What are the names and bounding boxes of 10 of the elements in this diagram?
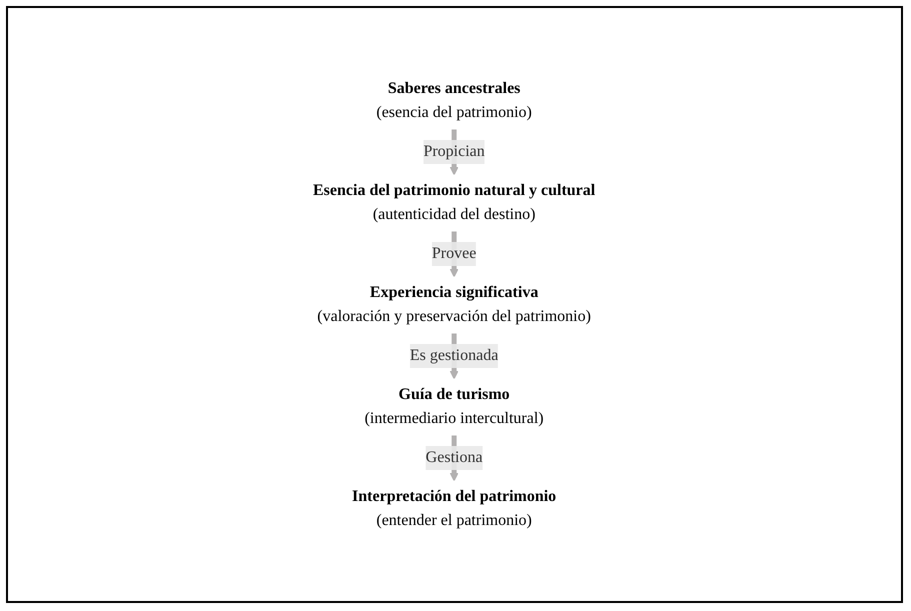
edge-label: Propician — [424, 142, 486, 160]
diagram-frame: Saberes ancestrales (esencia del patrimonio) Propician Esencia del patrimonio natural y cultural (autenticidad del destino) Provee Experiencia significativa (valoración y preservación del patrimonio) Es gestionada Guía de turismo (intermediario intercultural) Gestiona Interpretación del patrimonio (entender el patrimonio) — [6, 6, 903, 603]
node-text: Saberes ancestrales (esencia del patrimonio) — [376, 80, 532, 120]
node-text: Guía de turismo (intermediario intercultural) — [364, 386, 544, 426]
edge-label: Es gestionada — [410, 346, 499, 364]
node-text: Esencia del patrimonio natural y cultural (autenticidad del destino) — [313, 182, 596, 222]
node-text: Experiencia significativa (valoración y preservación del patrimonio) — [318, 284, 592, 324]
edge-label: Gestiona — [426, 448, 483, 466]
node-text: Interpretación del patrimonio (entender el patrimonio) — [352, 488, 557, 528]
edge-label: Provee — [432, 244, 477, 262]
